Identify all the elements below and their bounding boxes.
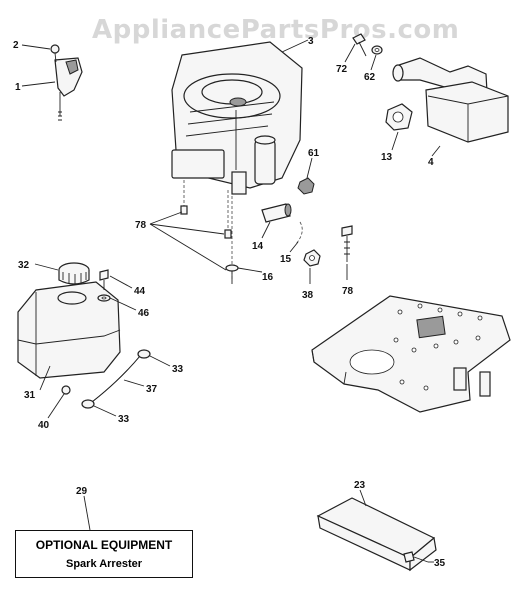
throttle-control-part[interactable] — [54, 57, 83, 121]
engine-part[interactable] — [171, 41, 303, 195]
bolt-part-78-right[interactable] — [341, 225, 353, 262]
callout-72: 72 — [336, 64, 348, 75]
screw-part-72[interactable] — [352, 33, 367, 57]
screw-part-35[interactable] — [403, 551, 429, 563]
nut-part-38[interactable] — [303, 249, 321, 267]
nut-part-61[interactable] — [297, 177, 315, 195]
callout-46: 46 — [138, 308, 150, 319]
callout-2: 2 — [13, 40, 19, 51]
callout-32: 32 — [18, 260, 30, 271]
callout-33-top: 33 — [172, 364, 184, 375]
callout-3: 3 — [308, 36, 314, 47]
callout-37: 37 — [146, 384, 158, 395]
optional-equipment-box: OPTIONAL EQUIPMENT Spark Arrester — [15, 530, 193, 578]
callout-40: 40 — [38, 420, 50, 431]
spark-arrester-label: Spark Arrester — [65, 558, 143, 570]
lockwasher-part-62[interactable] — [371, 45, 383, 55]
callout-15: 15 — [280, 254, 292, 265]
spacer-part-14[interactable] — [261, 203, 292, 223]
callout-78-left: 78 — [135, 220, 147, 231]
muffler-part[interactable] — [392, 57, 509, 143]
screw-part-2[interactable] — [50, 44, 60, 63]
callout-33-bottom: 33 — [118, 414, 130, 425]
callout-35: 35 — [434, 558, 446, 569]
bolt-part-44[interactable] — [99, 269, 109, 290]
callout-44: 44 — [134, 286, 146, 297]
optional-equipment-title: OPTIONAL EQUIPMENT — [35, 538, 173, 552]
bolt-part-78[interactable] — [180, 205, 232, 239]
gasket-part[interactable] — [385, 103, 413, 131]
washer-part-46[interactable] — [97, 294, 111, 302]
callout-31: 31 — [24, 390, 36, 401]
callout-4: 4 — [428, 157, 434, 168]
watermark-text: AppliancePartsPros.com — [92, 15, 459, 45]
callout-78-right: 78 — [342, 286, 354, 297]
callout-61: 61 — [308, 148, 320, 159]
fuel-tank-part[interactable] — [17, 281, 121, 379]
chassis-plate — [311, 295, 511, 413]
callout-23: 23 — [354, 480, 366, 491]
spark-arrester-part[interactable] — [316, 497, 437, 572]
callout-1: 1 — [15, 82, 21, 93]
fuel-cap-part[interactable] — [58, 262, 90, 285]
fuel-line-part[interactable] — [91, 355, 141, 403]
callout-29: 29 — [76, 486, 88, 497]
callout-16: 16 — [262, 272, 274, 283]
callout-13: 13 — [381, 152, 393, 163]
callout-62: 62 — [364, 72, 376, 83]
fitting-part-40[interactable] — [61, 385, 71, 395]
clamp-part-33[interactable] — [81, 349, 151, 409]
callout-38: 38 — [302, 290, 314, 301]
callout-14: 14 — [252, 241, 264, 252]
washer-part-16[interactable] — [225, 264, 239, 284]
